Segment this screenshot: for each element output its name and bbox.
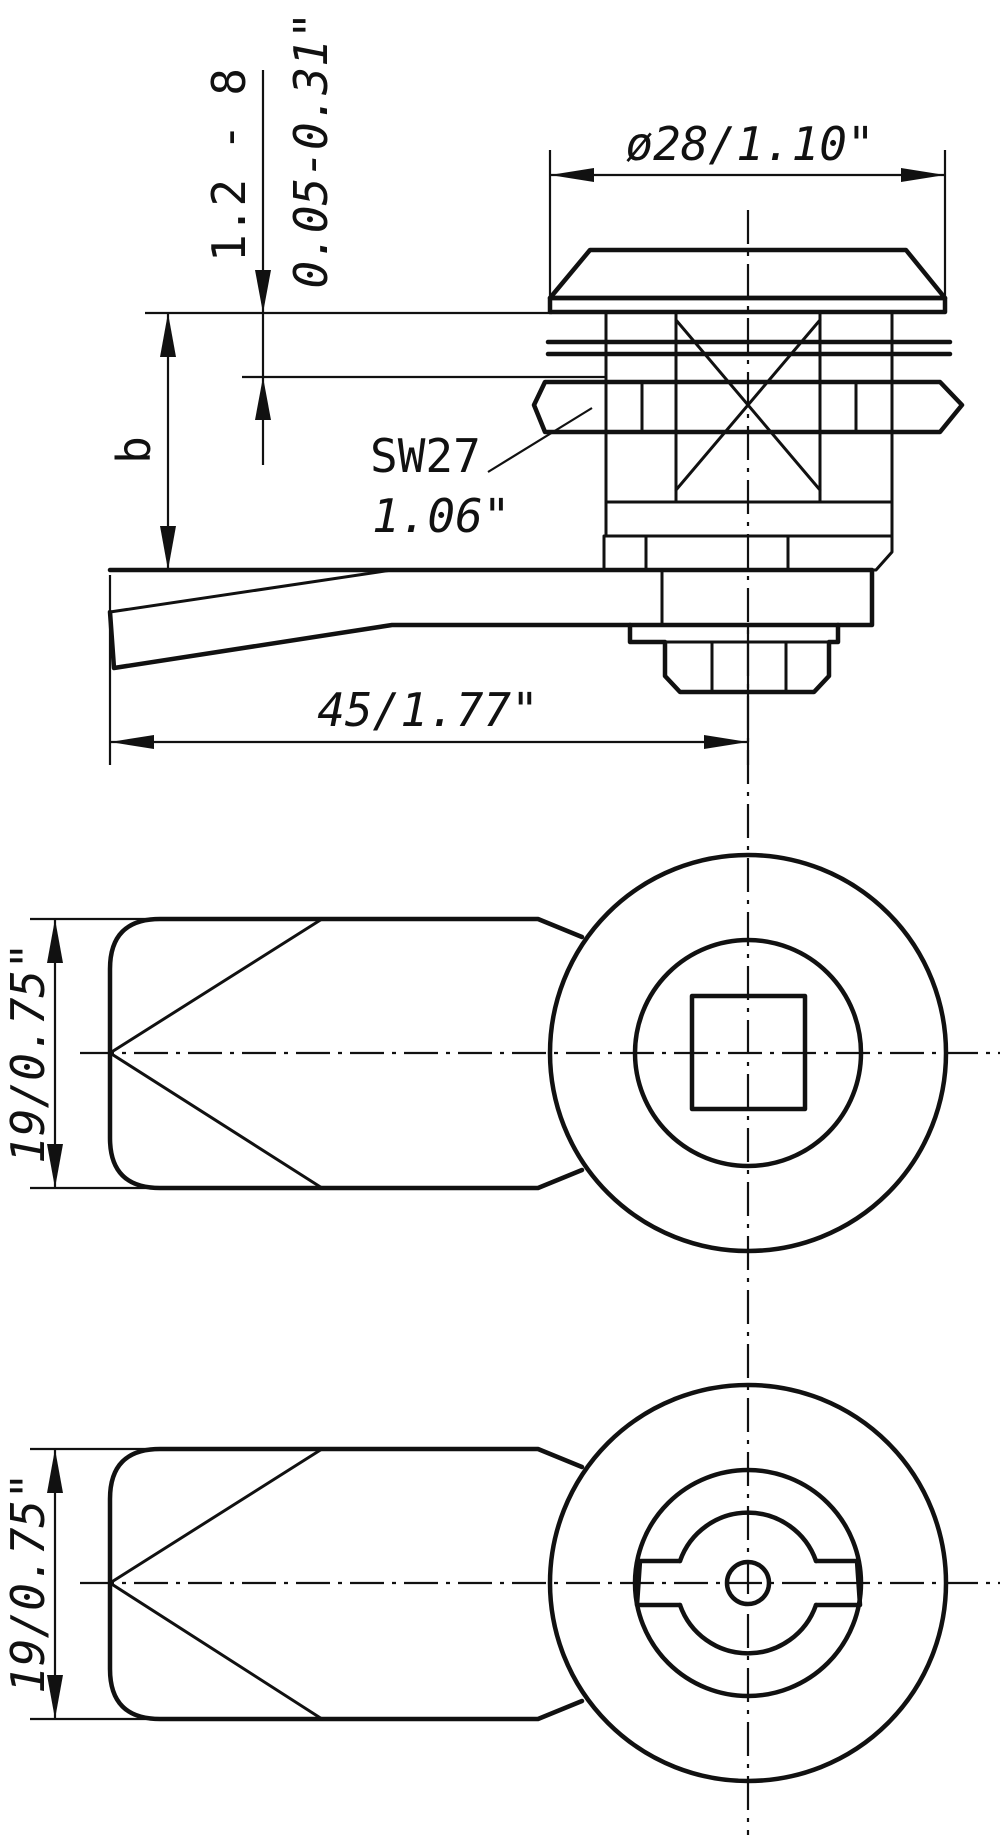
side-view: ø28/1.10" 1.2 - 8 0.05-0.31" b SW27 1.06…: [107, 12, 965, 1835]
head-flange: [547, 295, 948, 315]
key-ring: [677, 1510, 819, 1656]
top-view-key: 19/0.75": [1, 1382, 1000, 1784]
dim-clamp-range-in: 0.05-0.31": [284, 12, 338, 289]
lever-arm: [107, 567, 875, 671]
dim-width-square-view: 19/0.75": [1, 942, 55, 1164]
dim-wrench-size-in: 1.06": [372, 489, 510, 543]
inner-circle: [632, 937, 864, 1169]
dim-length-b: b: [107, 436, 161, 464]
dim-width-key-view: 19/0.75": [1, 1472, 55, 1694]
lever-outline-top: [107, 916, 585, 1191]
key-hole: [724, 1559, 772, 1607]
dim-wrench-size: SW27: [370, 429, 481, 483]
square-drive: [689, 993, 808, 1112]
dim-clamp-range-mm: 1.2 - 8: [202, 68, 256, 262]
hex-nut: [531, 379, 965, 435]
lock-nut: [627, 622, 841, 695]
lever-outline-top-2: [107, 1446, 585, 1722]
outer-circle: [547, 852, 949, 1254]
top-view-square: 19/0.75": [1, 852, 1000, 1254]
wrench-leader: [487, 407, 593, 473]
dim-lever-length: 45/1.77": [317, 683, 539, 737]
dim-head-diameter: ø28/1.10": [625, 117, 874, 171]
outer-circle-2: [547, 1382, 949, 1784]
key-slot: [634, 1558, 863, 1608]
inner-circle-2: [632, 1467, 864, 1699]
